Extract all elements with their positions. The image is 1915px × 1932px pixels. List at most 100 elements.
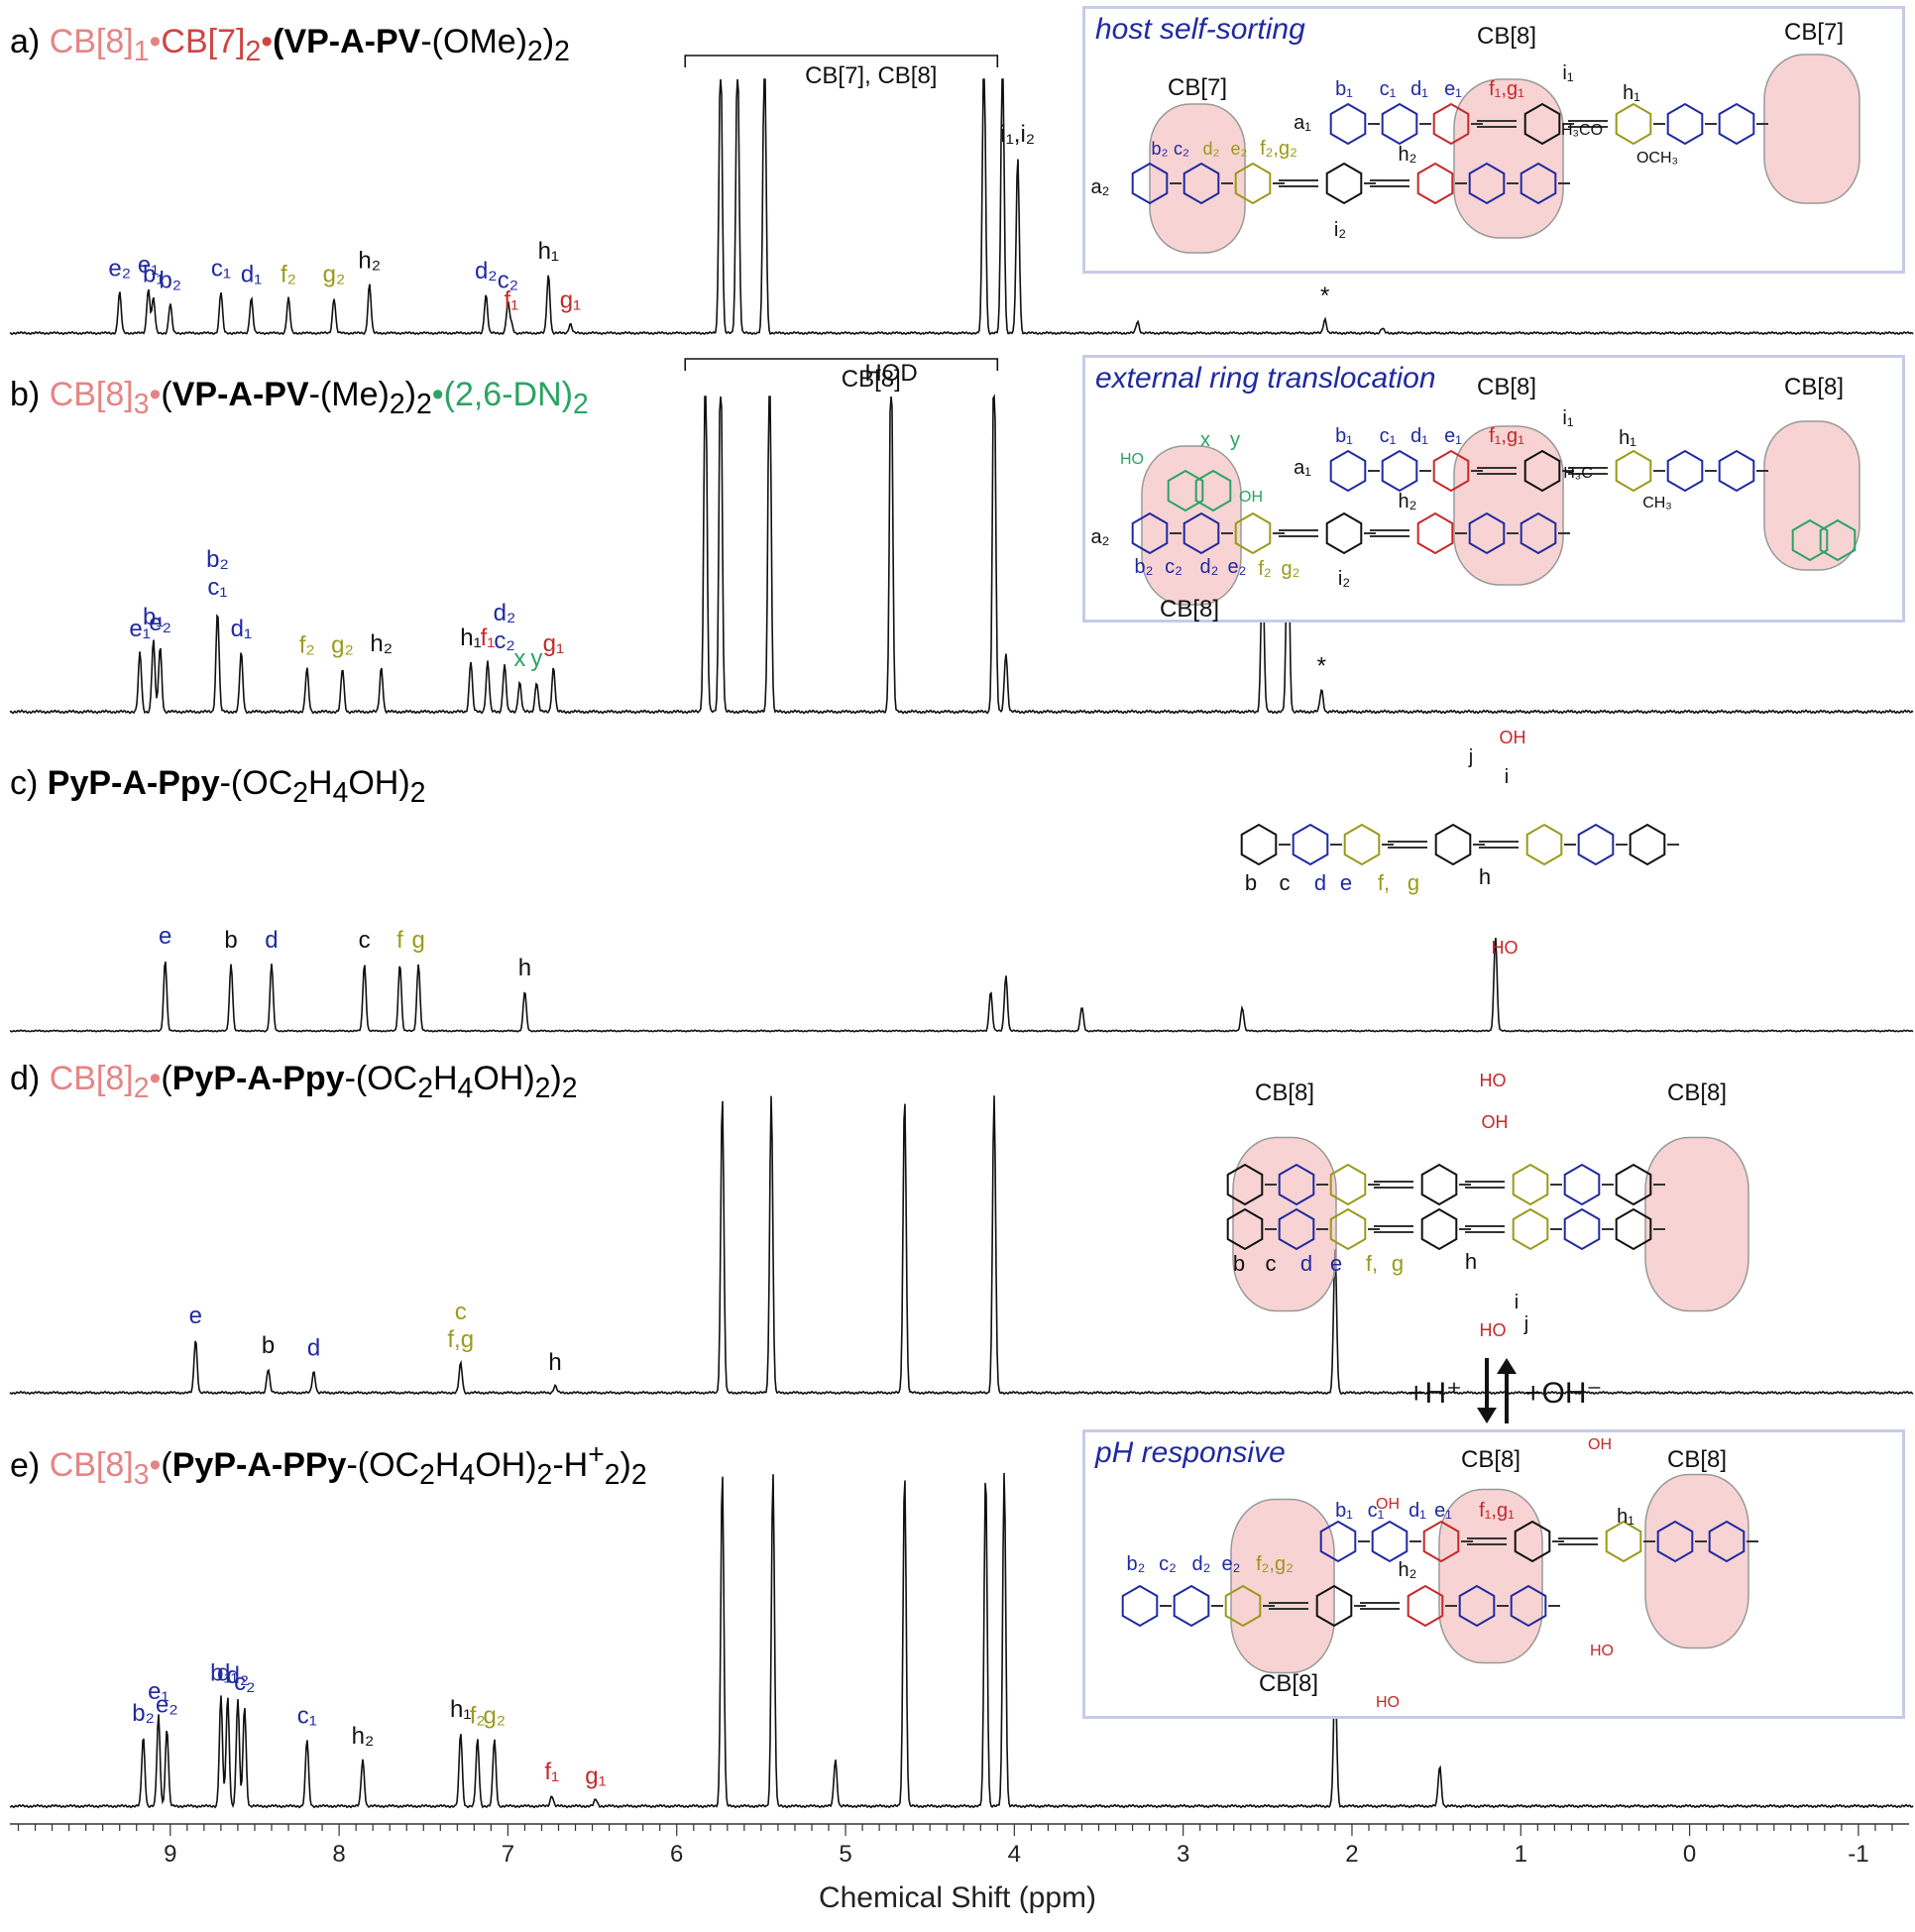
peak-label: c₁ bbox=[211, 256, 231, 283]
peak-label: x bbox=[513, 645, 525, 672]
x-tick-label: 6 bbox=[670, 1841, 683, 1868]
peak-label: h₁ bbox=[460, 625, 481, 651]
x-tick-label: 1 bbox=[1515, 1841, 1527, 1868]
peak-label: g₁ bbox=[543, 630, 564, 657]
peak-label: f₂ bbox=[281, 262, 296, 288]
peak-label: f,g bbox=[447, 1326, 474, 1353]
panel-e-title: e) CB[8]3•(PyP-A-PPy-(OC2H4OH)2-H+2)2 bbox=[10, 1439, 647, 1492]
peak-label: b₂ bbox=[159, 268, 181, 294]
panel-a-title: a) CB[8]1•CB[7]2•(VP-A-PV-(OMe)2)2 bbox=[10, 23, 570, 67]
peak-label: b₁ bbox=[143, 604, 164, 630]
inset-e-title: pH responsive bbox=[1095, 1436, 1286, 1469]
x-tick-label: -1 bbox=[1848, 1841, 1868, 1868]
spectrum-trace-b bbox=[9, 394, 1914, 715]
peak-label: c₂ bbox=[494, 627, 514, 654]
peak-label: f₁ bbox=[504, 287, 518, 314]
panel-title-text: CB[8]3•(PyP-A-PPy-(OC2H4OH)2-H+2)2 bbox=[49, 1439, 647, 1492]
x-tick-label: 0 bbox=[1683, 1841, 1696, 1868]
peak-label: e₂ bbox=[108, 256, 131, 283]
peak-label: f₂ bbox=[299, 632, 315, 659]
x-tick-label: 5 bbox=[839, 1841, 851, 1868]
peak-label: b bbox=[262, 1332, 275, 1359]
peak-label: y bbox=[530, 645, 542, 672]
peak-label: b bbox=[224, 927, 237, 954]
x-tick-label: 4 bbox=[1008, 1841, 1021, 1868]
peak-label: c bbox=[359, 927, 371, 954]
peak-label: * bbox=[1320, 283, 1329, 309]
inset-b-title: external ring translocation bbox=[1095, 362, 1436, 395]
peak-label: h₂ bbox=[370, 630, 393, 657]
peak-label: f₁ bbox=[481, 625, 496, 651]
peak-label: f₂ bbox=[470, 1703, 486, 1730]
x-tick-label: 3 bbox=[1177, 1841, 1189, 1868]
panel-title-text: CB[8]3•(VP-A-PV-(Me)2)2•(2,6-DN)2 bbox=[49, 376, 589, 420]
cb-bracket bbox=[684, 55, 999, 67]
panel-title-text: PyP-A-Ppy-(OC2H4OH)2 bbox=[47, 764, 426, 809]
peak-label: d₂ bbox=[494, 600, 516, 626]
peak-label: f bbox=[396, 927, 403, 954]
x-axis-title: Chemical Shift (ppm) bbox=[818, 1881, 1097, 1914]
peak-label: c₁ bbox=[207, 574, 227, 601]
ph-acid-label: +H⁺ bbox=[1408, 1377, 1463, 1410]
peak-label: * bbox=[1317, 653, 1326, 680]
panel-title-text: CB[8]1•CB[7]2•(VP-A-PV-(OMe)2)2 bbox=[49, 23, 570, 67]
peak-label: e₂ bbox=[156, 1692, 178, 1719]
peak-label: d bbox=[307, 1334, 320, 1361]
peak-label: h₁ bbox=[450, 1696, 471, 1723]
panel-c-title: c) PyP-A-Ppy-(OC2H4OH)2 bbox=[10, 764, 426, 809]
peak-label: i₁,i₂ bbox=[1000, 121, 1035, 148]
peak-label: h bbox=[548, 1349, 561, 1376]
peak-label: c₂ bbox=[498, 268, 518, 294]
peak-label: d₁ bbox=[217, 1659, 238, 1686]
inset-external-ring-translocation: external ring translocation bbox=[1082, 355, 1905, 623]
ph-base-label: +OH⁻ bbox=[1524, 1377, 1603, 1410]
x-tick-label: 7 bbox=[502, 1841, 514, 1868]
spectrum-trace-a bbox=[9, 78, 1914, 336]
peak-label: g₂ bbox=[483, 1703, 506, 1730]
panel-title-text: CB[8]2•(PyP-A-Ppy-(OC2H4OH)2)2 bbox=[49, 1060, 578, 1104]
spectrum-trace-d bbox=[9, 1095, 1914, 1396]
peak-label: e₁ bbox=[129, 616, 150, 642]
peak-label: e₂ bbox=[149, 610, 171, 636]
cb-bracket-label: CB[8] bbox=[842, 366, 901, 393]
peak-label: b₂ bbox=[206, 546, 229, 573]
peak-label: d₂ bbox=[475, 258, 498, 284]
peak-label: g bbox=[411, 927, 424, 954]
inset-host-self-sorting: host self-sorting bbox=[1082, 6, 1905, 274]
cb-bracket bbox=[684, 358, 999, 371]
peak-label: h₂ bbox=[352, 1723, 375, 1750]
peak-label: b₁ bbox=[210, 1659, 231, 1686]
peak-label: c₂ bbox=[234, 1669, 255, 1696]
x-tick-label: 2 bbox=[1345, 1841, 1358, 1868]
peak-label: d bbox=[265, 927, 278, 954]
peak-label: b₁ bbox=[143, 262, 164, 288]
peak-label: c bbox=[455, 1299, 467, 1325]
panel-d-title: d) CB[8]2•(PyP-A-Ppy-(OC2H4OH)2)2 bbox=[10, 1060, 578, 1104]
peak-label: c₁ bbox=[297, 1703, 317, 1730]
x-tick-label: 8 bbox=[332, 1841, 345, 1868]
inset-ph-responsive: pH responsive bbox=[1082, 1429, 1905, 1719]
peak-label: g₂ bbox=[331, 632, 354, 659]
peak-label: g₁ bbox=[560, 287, 581, 314]
peak-label: d₁ bbox=[241, 262, 262, 288]
peak-label: d₂ bbox=[227, 1662, 250, 1689]
cb-bracket-label: CB[7], CB[8] bbox=[805, 62, 937, 89]
peak-label: e bbox=[189, 1303, 202, 1329]
peak-label: h₂ bbox=[358, 247, 381, 274]
peak-label: e₁ bbox=[148, 1678, 169, 1705]
peak-label: f₁ bbox=[544, 1759, 559, 1785]
x-tick-label: 9 bbox=[164, 1841, 176, 1868]
peak-label: e₁ bbox=[138, 252, 159, 279]
panel-b-title: b) CB[8]3•(VP-A-PV-(Me)2)2•(2,6-DN)2 bbox=[10, 376, 589, 420]
peak-label: HOD bbox=[864, 360, 917, 387]
peak-label: d₁ bbox=[231, 616, 252, 642]
inset-a-title: host self-sorting bbox=[1095, 13, 1305, 46]
peak-label: b₂ bbox=[132, 1700, 155, 1727]
peak-label: g₁ bbox=[585, 1762, 606, 1789]
spectrum-trace-e bbox=[9, 1472, 1914, 1809]
peak-label: h₁ bbox=[538, 238, 559, 265]
peak-label: e bbox=[159, 923, 171, 950]
peak-label: g₂ bbox=[323, 262, 346, 288]
